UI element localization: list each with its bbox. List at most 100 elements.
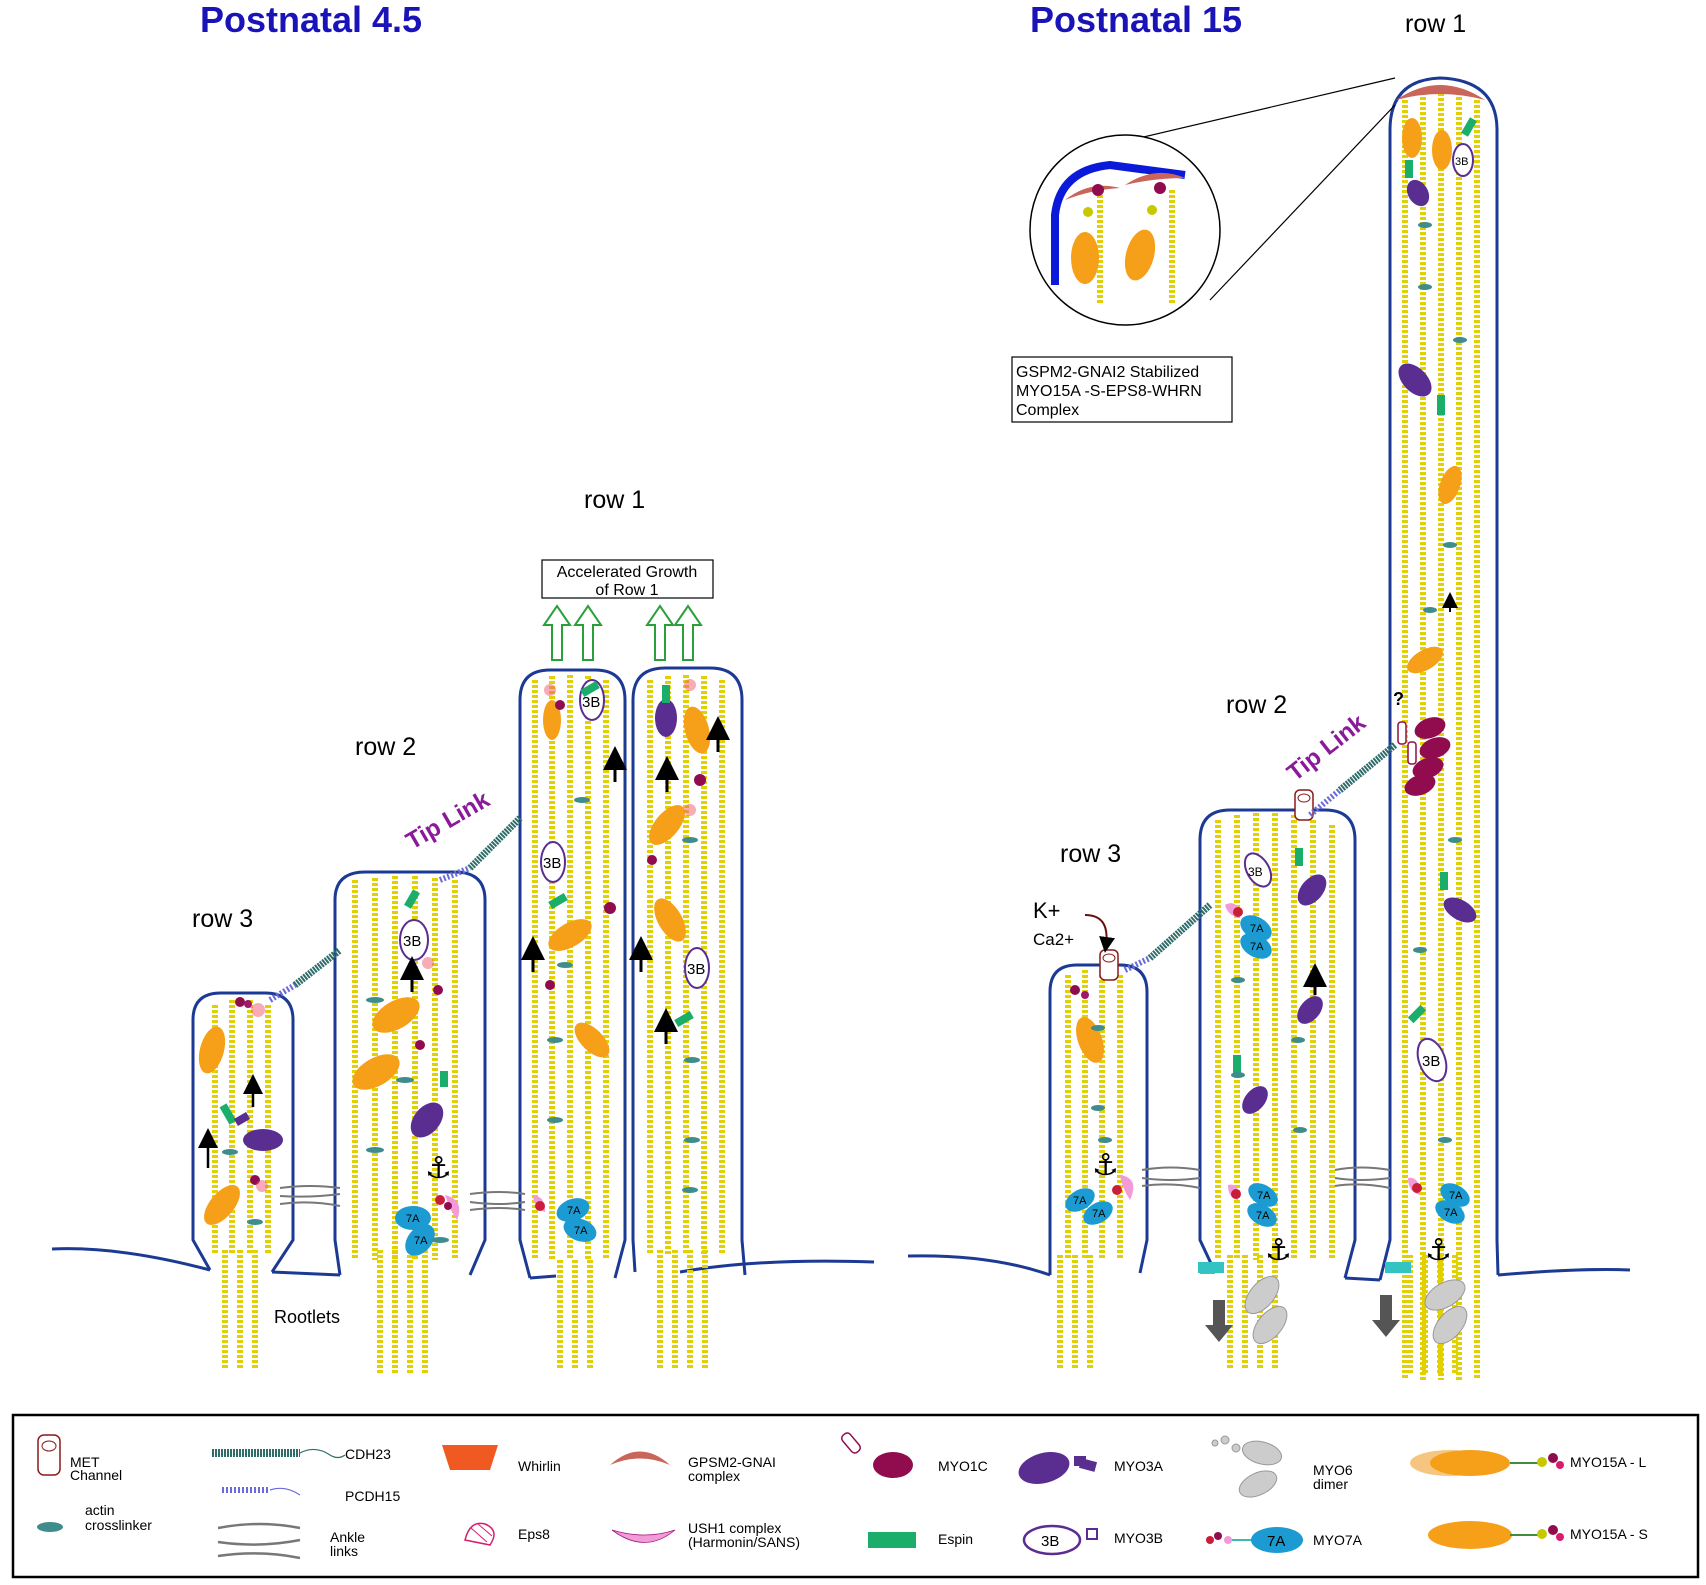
svg-text:⚓: ⚓ [1265, 1233, 1292, 1268]
legend: MET Channel actin crosslinker CDH23 PCDH… [11, 1413, 1700, 1579]
svg-text:⚓: ⚓ [425, 1151, 452, 1186]
legend-myo7a: 7A MYO7A [1206, 1527, 1363, 1553]
svg-text:CDH23: CDH23 [345, 1446, 391, 1462]
inset-caption-box [1011, 356, 1233, 423]
p4-row1-stereocilium-a: 3B 3B 7A 7A [518, 668, 627, 1279]
svg-text:Ankle: Ankle [330, 1529, 365, 1545]
p4-ankle-links [279, 1185, 526, 1211]
p4-row1a-myo3b-label-mid: 3B [543, 855, 561, 872]
p4-row2-myo7a-label-a: 7A [406, 1213, 420, 1225]
svg-text:MET: MET [70, 1454, 100, 1470]
p15-row1-stereocilium: 3B ? 3B 7A 7A ⚓ [1372, 76, 1500, 1380]
p4-row1a-myo7a-label-b: 7A [574, 1225, 588, 1237]
growth-box-line2: of Row 1 [595, 582, 658, 599]
p15-row2-stereocilium: 3B 7A 7A 7A 7A ⚓ [1198, 789, 1357, 1345]
p4-row2-stereocilium: 3B 7A 7A ⚓ [333, 870, 487, 1276]
p15-row2-myo7a-bot-a: 7A [1257, 1190, 1271, 1202]
legend-whirlin: Whirlin [442, 1445, 561, 1474]
svg-text:MYO6: MYO6 [1313, 1462, 1353, 1478]
p4-row2-myo7a-label-b: 7A [414, 1235, 428, 1247]
panel-p4: 3B 7A 7A ⚓ [51, 486, 875, 1375]
inset-caption-line3: Complex [1016, 402, 1079, 419]
p15-row2-myo3b-label: 3B [1248, 865, 1263, 879]
p4-row1a-myo3b-label-top: 3B [582, 694, 600, 711]
p15-row1-myo7a-label-a: 7A [1449, 1190, 1463, 1202]
svg-text:GPSM2-GNAI: GPSM2-GNAI [688, 1454, 776, 1470]
inset-caption-line1: GSPM2-GNAI2 Stabilized [1016, 364, 1199, 381]
p15-row2-label: row 2 [1226, 691, 1287, 719]
rootlets-label: Rootlets [274, 1307, 340, 1327]
legend-met-channel: MET Channel [37, 1434, 122, 1483]
svg-text:Channel: Channel [70, 1467, 122, 1483]
ca-ion-label: Ca2+ [1033, 930, 1074, 949]
svg-text:Espin: Espin [938, 1531, 973, 1547]
svg-text:complex: complex [688, 1468, 740, 1484]
svg-text:MYO15A - S: MYO15A - S [1570, 1526, 1648, 1542]
p15-tip-links [1123, 742, 1398, 973]
legend-ush1: USH1 complex (Harmonin/SANS) [611, 1520, 800, 1550]
legend-myo3a: MYO3A [1018, 1452, 1164, 1484]
p15-row2-myo7a-top-a: 7A [1250, 923, 1264, 935]
p15-ankle-links [1141, 1166, 1391, 1189]
svg-text:Eps8: Eps8 [518, 1526, 550, 1542]
legend-myo1c: MYO1C [840, 1432, 988, 1478]
p15-tip-link-label: Tip Link [1282, 709, 1371, 787]
legend-pcdh15: PCDH15 [222, 1487, 400, 1504]
p15-row2-myo7a-bot-b: 7A [1256, 1210, 1270, 1222]
p15-row1-myo3b-label-bot: 3B [1422, 1053, 1440, 1070]
svg-text:7A: 7A [1267, 1533, 1285, 1550]
p15-row1-label: row 1 [1405, 10, 1466, 38]
svg-text:PCDH15: PCDH15 [345, 1488, 400, 1504]
p4-tip-links [268, 815, 523, 1003]
svg-text:MYO3A: MYO3A [1114, 1458, 1164, 1474]
p4-row3-stereocilium [191, 991, 295, 1273]
svg-text:(Harmonin/SANS): (Harmonin/SANS) [688, 1534, 800, 1550]
panel-title-p15: Postnatal 15 [1030, 0, 1242, 40]
svg-text:crosslinker: crosslinker [85, 1517, 152, 1533]
legend-eps8: Eps8 [464, 1522, 550, 1546]
legend-actin-crosslinker: actin crosslinker [37, 1502, 152, 1533]
svg-text:MYO3B: MYO3B [1114, 1530, 1163, 1546]
legend-ankle-links: Ankle links [217, 1522, 365, 1560]
p4-tip-link-label: Tip Link [402, 786, 495, 855]
svg-text:Whirlin: Whirlin [518, 1458, 561, 1474]
panel-title-p4: Postnatal 4.5 [200, 0, 422, 40]
svg-text:⚓: ⚓ [1425, 1233, 1452, 1268]
legend-myo6: MYO6 dimer [1211, 1435, 1353, 1498]
p4-row1-stereocilium-b: 3B [629, 666, 747, 1276]
svg-text:dimer: dimer [1313, 1476, 1348, 1492]
legend-myo3b: 3B MYO3B [1022, 1524, 1163, 1556]
legend-cdh23: CDH23 [212, 1446, 391, 1462]
p4-row2-label: row 2 [355, 733, 416, 761]
svg-text:MYO7A: MYO7A [1313, 1532, 1363, 1548]
p4-row3-label: row 3 [192, 905, 253, 933]
growth-arrows [542, 604, 703, 661]
panel-p15: 7A 7A ⚓ 3B [907, 10, 1631, 1380]
p4-row2-myo3b-label: 3B [403, 933, 421, 950]
svg-text:MYO1C: MYO1C [938, 1458, 988, 1474]
inset-caption-line2: MYO15A -S-EPS8-WHRN [1016, 383, 1202, 400]
p15-row3-label: row 3 [1060, 840, 1121, 868]
growth-box [541, 559, 714, 599]
p4-row1a-myo7a-label-a: 7A [567, 1205, 581, 1217]
legend-espin: Espin [868, 1531, 973, 1548]
svg-text:3B: 3B [1041, 1533, 1059, 1550]
svg-text:⚓: ⚓ [1092, 1148, 1119, 1183]
p4-row1b-myo3b-label: 3B [687, 961, 705, 978]
p15-row3-stereocilium: 7A 7A ⚓ [1048, 949, 1149, 1275]
svg-text:actin: actin [85, 1502, 115, 1518]
p15-row2-myo7a-top-b: 7A [1250, 941, 1264, 953]
k-ion-label: K+ [1033, 898, 1061, 923]
svg-text:USH1 complex: USH1 complex [688, 1520, 781, 1536]
p15-row3-myo7a-label-a: 7A [1073, 1195, 1087, 1207]
legend-gpsm2: GPSM2-GNAI complex [610, 1451, 776, 1484]
svg-text:links: links [330, 1543, 358, 1559]
legend-myo15a-l: MYO15A - L [1410, 1450, 1646, 1476]
p15-row1-myo3b-label-top: 3B [1455, 156, 1468, 168]
p15-row1-myo7a-label-b: 7A [1444, 1207, 1458, 1219]
p15-question-mark: ? [1393, 689, 1404, 709]
rootlets [222, 1250, 708, 1375]
p4-row1-label: row 1 [584, 486, 645, 514]
legend-myo15a-s: MYO15A - S [1428, 1521, 1648, 1549]
